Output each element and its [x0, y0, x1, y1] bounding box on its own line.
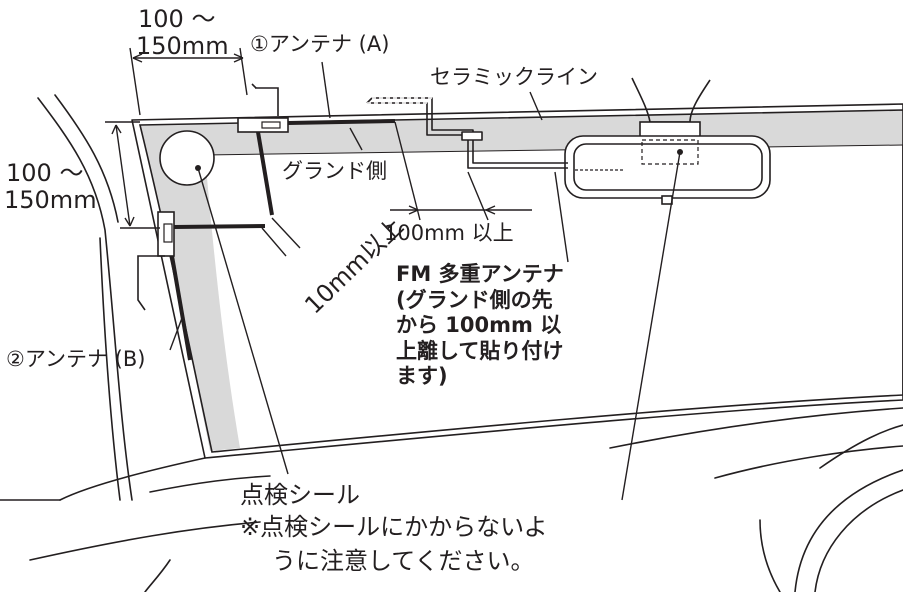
steering-wheel-rim [794, 469, 903, 592]
dim-left-label-1: 100 ～ [6, 159, 84, 187]
leader-ceramic-line [529, 91, 543, 121]
dash-line-1 [149, 475, 271, 493]
ceramic-band [140, 110, 903, 451]
inspection-sticker-circle [159, 130, 215, 186]
mirror-mount-hidden [641, 139, 699, 165]
a-pillar-edge-line [99, 237, 121, 501]
dash-line-4 [714, 445, 903, 479]
dash-line-2 [29, 521, 261, 561]
inspection-sticker-label: 点検シール [240, 481, 360, 509]
steering-wheel-inner [814, 489, 903, 592]
fm-note-line-5: ます) [396, 364, 448, 389]
caution-line-2: うに注意してください。 [272, 547, 535, 575]
mirror-glass [573, 143, 763, 191]
dim-top-ext-right [239, 47, 248, 96]
antenna-b-element-vertical [170, 255, 192, 361]
dim-top-label-1: 100 ～ [138, 5, 216, 33]
antenna-a-cable [255, 87, 279, 116]
a-pillar-outer-line [37, 97, 133, 501]
ceramic-band-edge [204, 144, 903, 156]
antenna-a-label: ①アンテナ (A) [250, 32, 390, 56]
a-pillar-inner-line [54, 94, 119, 223]
antenna-a-element-horizontal [287, 119, 396, 125]
dim-left-label-2: 150mm [4, 186, 97, 214]
leader-caution [621, 151, 681, 501]
leader-ground-side [349, 127, 363, 151]
antenna-b-label: ②アンテナ (B) [6, 347, 146, 371]
fm-wire-hidden-part [367, 97, 432, 104]
ceramic-line-label: セラミックライン [430, 65, 598, 89]
interior-lower-left [144, 559, 171, 592]
dim-10mm-ext-1 [271, 217, 301, 249]
dim-top-label-2: 150mm [136, 32, 229, 60]
fm-note-line-1: FM 多重アンテナ [396, 262, 564, 286]
leader-inspection-sticker [197, 167, 289, 475]
fm-antenna-note: FM 多重アンテナ (グランド側の先 から 100mm 以 上離して貼り付け ま… [396, 262, 564, 390]
antenna-b-cable [137, 255, 165, 311]
leader-antenna-a [321, 61, 331, 119]
fm-note-line-3: から 100mm 以 [396, 313, 562, 338]
antenna-b-element-horizontal [173, 224, 266, 229]
steering-wheel-top [819, 424, 903, 469]
antenna-b-connector [163, 223, 173, 243]
antenna-a-cable-end [251, 83, 257, 89]
dim-100mm-label: 100mm 以上 [384, 221, 514, 245]
fm-note-line-2: (グランド側の先 [396, 287, 553, 312]
antenna-a-element-vertical [256, 131, 274, 216]
dim-top-ext-left [129, 47, 141, 116]
mirror-bottom-tab [661, 195, 673, 205]
rear-view-mirror [564, 135, 771, 199]
dim-left-arrows [111, 124, 135, 227]
leader-antenna-b [169, 317, 183, 351]
fm-amp-box [461, 131, 483, 141]
dim-left-line [115, 124, 131, 227]
steering-line-1 [759, 519, 781, 592]
dim-100mm-ext-left [394, 121, 421, 221]
dash-left-line [59, 457, 206, 501]
antenna-a-connector [261, 121, 281, 129]
dim-100mm-arrows [408, 205, 496, 215]
dim-top-arrows [132, 53, 244, 63]
dim-10mm-ext-2 [261, 227, 287, 257]
dash-line-3 [609, 407, 903, 449]
fm-note-line-4: 上離して貼り付け [396, 338, 564, 363]
fm-wire-end [366, 97, 373, 104]
ground-side-label: グランド側 [282, 159, 387, 183]
sticker-leader-dot [195, 165, 201, 171]
leader-fm-antenna [554, 171, 569, 263]
caution-leader-dot [677, 149, 683, 155]
dim-100mm-ext-right [467, 171, 489, 221]
caution-line-1: ※点検シールにかからないよ [240, 513, 548, 541]
